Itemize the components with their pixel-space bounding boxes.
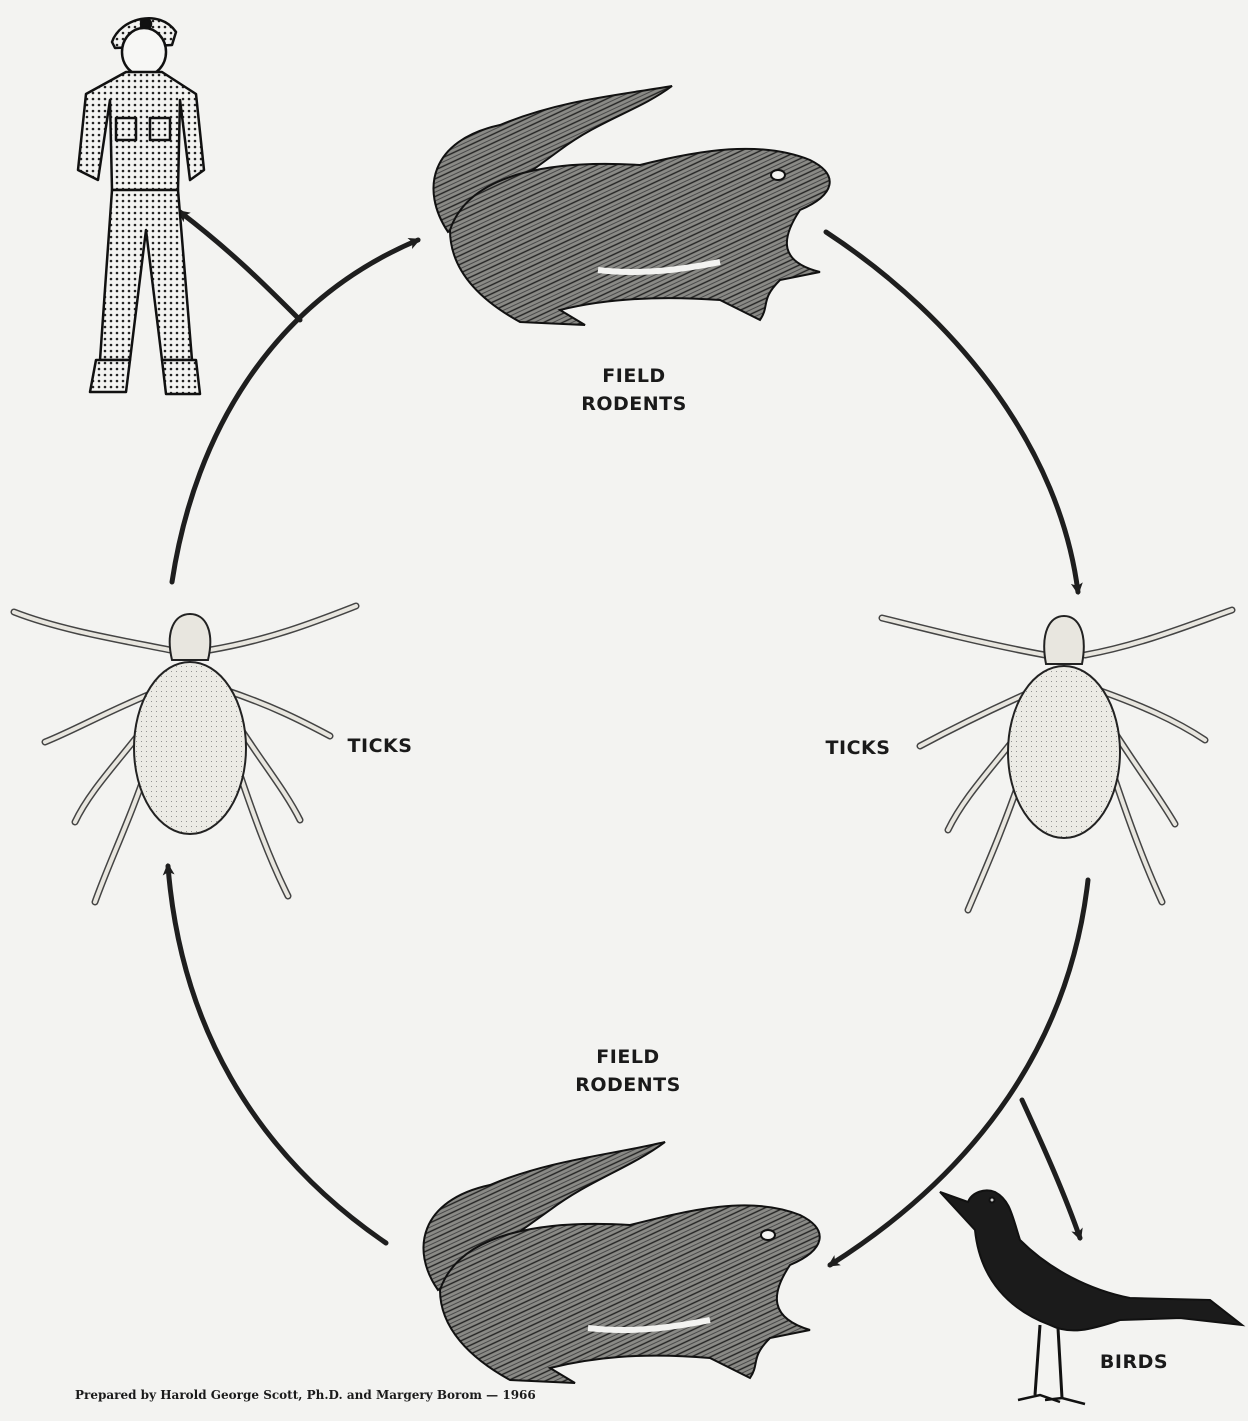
arrow-to-human [180,212,300,320]
arrow-bottom-rodents-to-left-ticks [168,866,386,1243]
tick-right-icon [882,610,1232,910]
field-rodents-bottom-label: FIELD RODENTS [558,1043,698,1099]
credit-line: Prepared by Harold George Scott, Ph.D. a… [75,1388,536,1402]
field-rodents-top-line2: RODENTS [564,390,704,418]
field-rodents-top-label: FIELD RODENTS [564,362,704,418]
human-icon [78,18,204,394]
arrow-left-ticks-to-top-rodents [172,240,418,582]
arrow-top-rodents-to-right-ticks [826,232,1078,592]
tick-left-icon [14,606,356,902]
ticks-left-label: TICKS [330,732,430,760]
field-rodent-bottom-icon [423,1142,819,1383]
field-rodent-top-icon [433,86,829,325]
field-rodents-top-line1: FIELD [564,362,704,390]
field-rodents-bottom-line1: FIELD [558,1043,698,1071]
ticks-right-label: TICKS [808,734,908,762]
field-rodents-bottom-line2: RODENTS [558,1071,698,1099]
birds-label: BIRDS [1084,1348,1184,1376]
arrow-to-birds [1022,1100,1080,1238]
